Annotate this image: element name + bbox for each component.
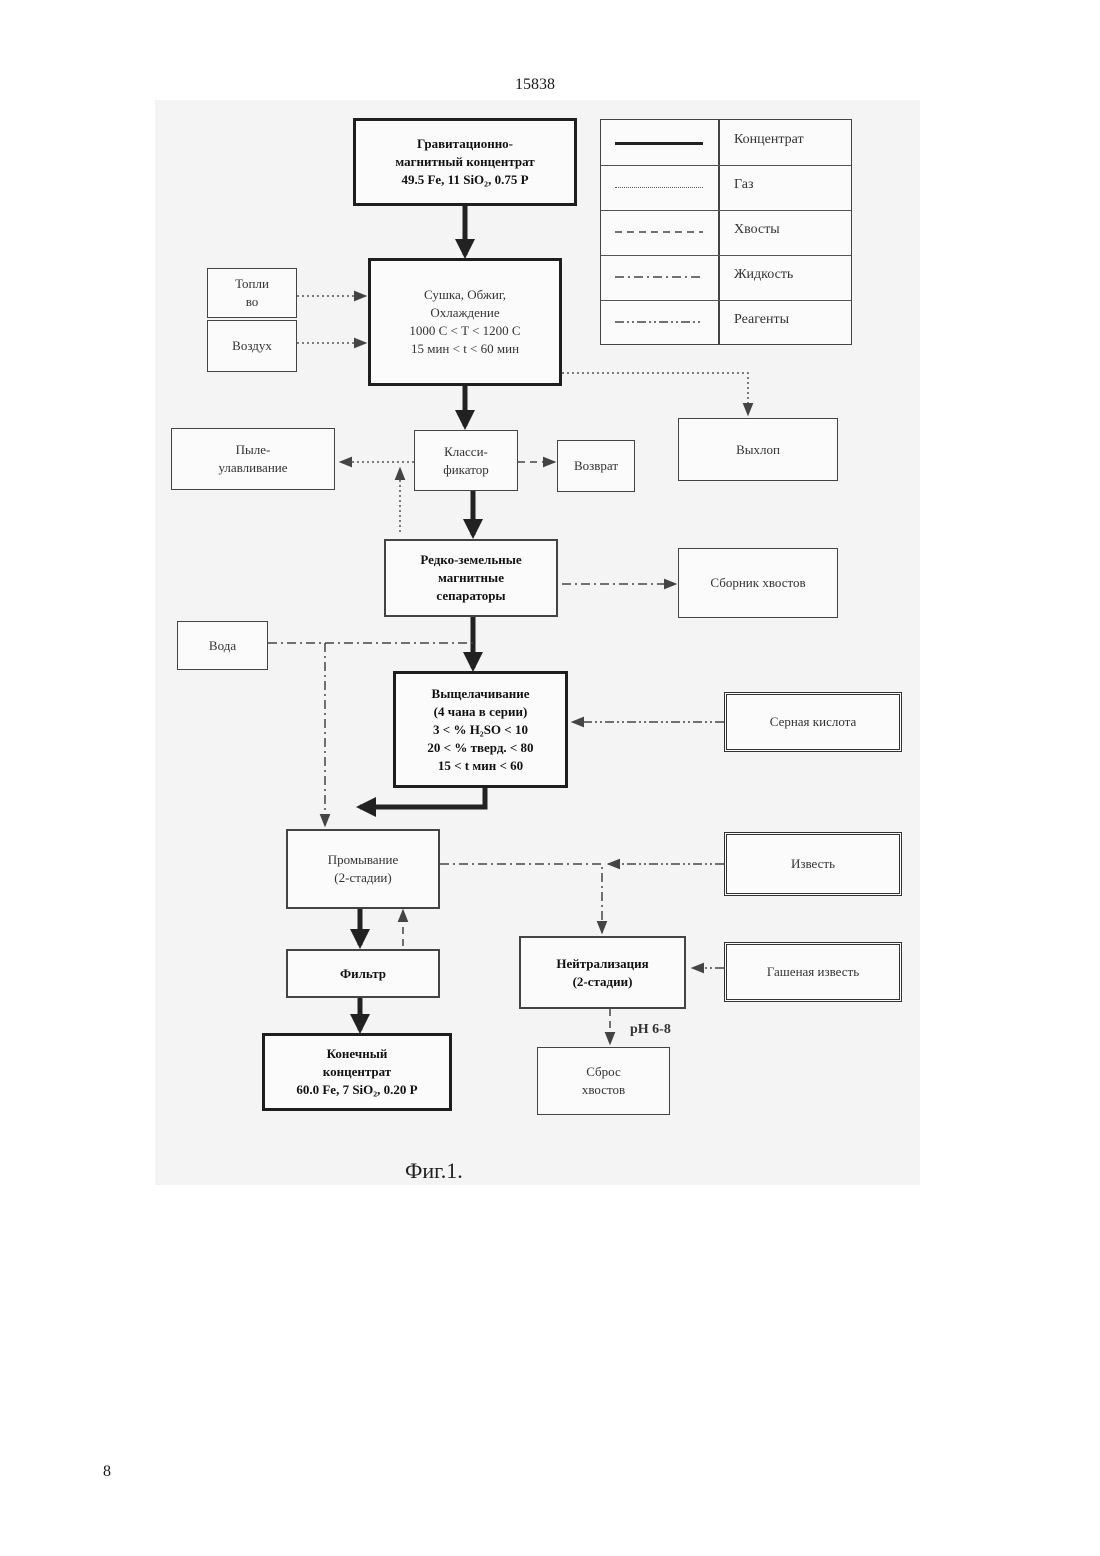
legend-sample-dash-dot: [615, 275, 703, 279]
node-line: фикатор: [443, 461, 488, 479]
acid-node: Серная кислота: [724, 692, 902, 752]
node-line: Класси-: [444, 443, 488, 461]
node-line: улавливание: [218, 459, 287, 477]
legend-sample-dash-dot-dot: [615, 320, 703, 324]
node-line: Гравитационно-: [417, 135, 513, 153]
legend-sample-dotted: [615, 187, 703, 188]
node-line: 60.0 Fe, 7 SiO₂, 0.20 P: [296, 1081, 417, 1099]
node-line: 3 < % H₂SO < 10: [433, 721, 528, 739]
node-line: магнитные: [438, 569, 504, 587]
node-line: Охлаждение: [430, 304, 499, 322]
legend-label: Хвосты: [734, 222, 780, 238]
node-line: Конечный: [327, 1045, 388, 1063]
legend: Концентрат Газ Хвосты Жидкость Реагенты: [600, 119, 852, 345]
legend-label: Жидкость: [734, 267, 793, 283]
legend-row-liquid: Жидкость: [601, 255, 851, 301]
node-line: (2-стадии): [334, 869, 391, 887]
tailings-collector-node: Сборник хвостов: [678, 548, 838, 618]
node-line: 49.5 Fe, 11 SiO₂, 0.75 P: [401, 171, 528, 189]
node-line: Сборник хвостов: [710, 574, 805, 592]
roasting-to-exhaust-arrow: [562, 373, 748, 415]
legend-label: Концентрат: [734, 132, 804, 148]
page-number-bottom: 8: [103, 1463, 111, 1481]
node-line: Известь: [791, 855, 835, 873]
node-line: во: [246, 293, 259, 311]
return-node: Возврат: [557, 440, 635, 492]
filter-node: Фильтр: [286, 949, 440, 998]
reagent-flow: [572, 722, 724, 968]
water-node: Вода: [177, 621, 268, 670]
legend-label: Газ: [734, 177, 754, 193]
legend-row-reagents: Реагенты: [601, 300, 851, 345]
node-line: Выхлоп: [736, 441, 780, 459]
final-concentrate-node: Конечный концентрат 60.0 Fe, 7 SiO₂, 0.2…: [262, 1033, 452, 1111]
exhaust-node: Выхлоп: [678, 418, 838, 481]
node-line: Сброс: [586, 1063, 621, 1081]
node-line: Пыле-: [236, 441, 271, 459]
node-line: Топли: [235, 275, 269, 293]
node-line: 1000 С < T < 1200 С: [409, 322, 520, 340]
node-line: хвостов: [582, 1081, 625, 1099]
air-node: Воздух: [207, 320, 297, 372]
discharge-node: Сброс хвостов: [537, 1047, 670, 1115]
node-line: концентрат: [323, 1063, 391, 1081]
node-line: 15 < t мин < 60: [438, 757, 523, 775]
node-line: Гашеная известь: [767, 963, 859, 981]
legend-label: Реагенты: [734, 312, 789, 328]
node-line: Серная кислота: [770, 713, 857, 731]
legend-row-tailings: Хвосты: [601, 210, 851, 256]
dust-node: Пыле- улавливание: [171, 428, 335, 490]
node-line: Выщелачивание: [432, 685, 530, 703]
roasting-node: Сушка, Обжиг, Охлаждение 1000 С < T < 12…: [368, 258, 562, 386]
figure-caption: Фиг.1.: [405, 1158, 463, 1184]
node-line: Нейтрализация: [556, 955, 648, 973]
lime-node: Известь: [724, 832, 902, 896]
node-line: 15 мин < t < 60 мин: [411, 340, 519, 358]
ph-label: pH 6-8: [630, 1022, 671, 1038]
slaked-lime-node: Гашеная известь: [724, 942, 902, 1002]
node-line: Возврат: [574, 457, 618, 475]
node-line: Фильтр: [340, 965, 386, 983]
separators-node: Редко-земельные магнитные сепараторы: [384, 539, 558, 617]
node-line: 20 < % тверд. < 80: [427, 739, 533, 757]
node-line: Промывание: [328, 851, 399, 869]
legend-sample-dashed: [615, 230, 703, 234]
washing-node: Промывание (2-стадии): [286, 829, 440, 909]
node-line: сепараторы: [436, 587, 505, 605]
node-line: Редко-земельные: [420, 551, 521, 569]
node-line: (4 чана в серии): [434, 703, 528, 721]
feed-node: Гравитационно- магнитный концентрат 49.5…: [353, 118, 577, 206]
fuel-node: Топли во: [207, 268, 297, 318]
node-line: (2-стадии): [573, 973, 633, 991]
leaching-node: Выщелачивание (4 чана в серии) 3 < % H₂S…: [393, 671, 568, 788]
classifier-node: Класси- фикатор: [414, 430, 518, 491]
washing-to-neutralization-arrow: [440, 864, 602, 933]
node-line: Воздух: [232, 337, 272, 355]
node-line: Сушка, Обжиг,: [424, 286, 506, 304]
node-line: магнитный концентрат: [395, 153, 534, 171]
neutralization-node: Нейтрализация (2-стадии): [519, 936, 686, 1009]
legend-row-gas: Газ: [601, 165, 851, 211]
legend-sample-solid: [615, 142, 703, 145]
legend-row-concentrate: Концентрат: [601, 120, 851, 166]
node-line: Вода: [209, 637, 236, 655]
leaching-to-washing-arrow: [360, 788, 485, 807]
